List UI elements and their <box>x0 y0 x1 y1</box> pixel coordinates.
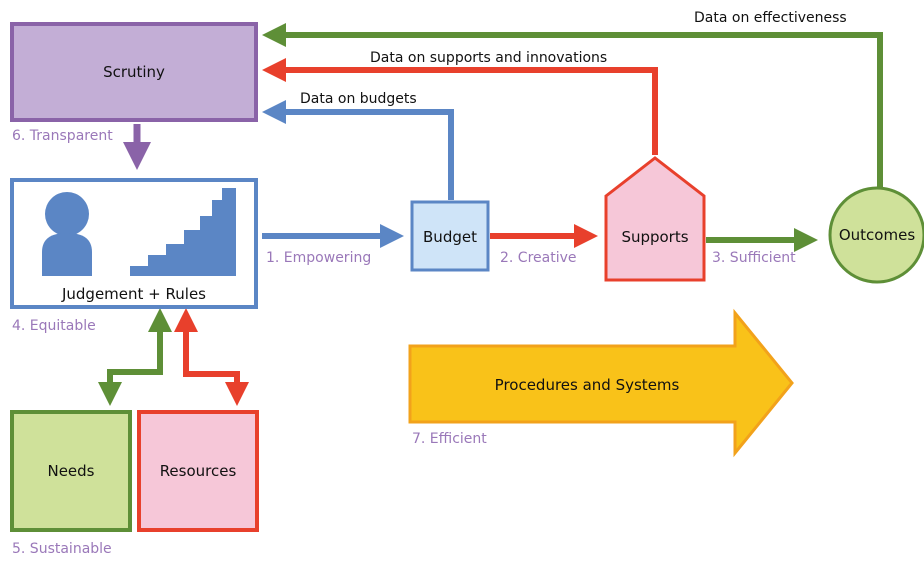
node-procedures-systems <box>408 308 794 458</box>
node-outcomes-label: Outcomes <box>839 226 915 244</box>
node-resources <box>137 410 259 532</box>
node-resources-label: Resources <box>160 462 237 480</box>
principle-creative: 2. Creative <box>500 250 577 266</box>
edge-budgets-arrow <box>262 100 454 200</box>
node-budget <box>410 200 490 272</box>
principle-efficient: 7. Efficient <box>412 431 487 447</box>
edge-judgement-needs-arrow <box>98 308 172 406</box>
principle-sufficient: 3. Sufficient <box>712 250 796 266</box>
node-needs <box>10 410 132 532</box>
node-procedures-systems-label: Procedures and Systems <box>495 376 680 394</box>
person-icon <box>42 192 92 276</box>
principle-sustainable: 5. Sustainable <box>12 541 112 557</box>
edge-label-effectiveness: Data on effectiveness <box>694 10 847 26</box>
principle-empowering: 1. Empowering <box>266 250 371 266</box>
principle-transparent: 6. Transparent <box>12 128 113 144</box>
edge-label-supports-innovations: Data on supports and innovations <box>370 50 607 66</box>
staircase-icon <box>130 188 236 276</box>
node-scrutiny <box>10 22 258 122</box>
edge-judgement-resources-arrow <box>174 308 249 406</box>
node-supports <box>604 156 706 282</box>
edge-label-budgets: Data on budgets <box>300 91 417 107</box>
edge-supports-innovations-arrow <box>262 58 658 155</box>
node-needs-label: Needs <box>47 462 94 480</box>
edge-effectiveness-arrow <box>262 23 883 188</box>
node-outcomes <box>828 186 924 284</box>
node-scrutiny-label: Scrutiny <box>103 63 165 81</box>
node-supports-label: Supports <box>621 228 688 246</box>
principle-equitable: 4. Equitable <box>12 318 96 334</box>
node-judgement-rules-label: Judgement + Rules <box>61 285 206 303</box>
node-budget-label: Budget <box>423 228 477 246</box>
